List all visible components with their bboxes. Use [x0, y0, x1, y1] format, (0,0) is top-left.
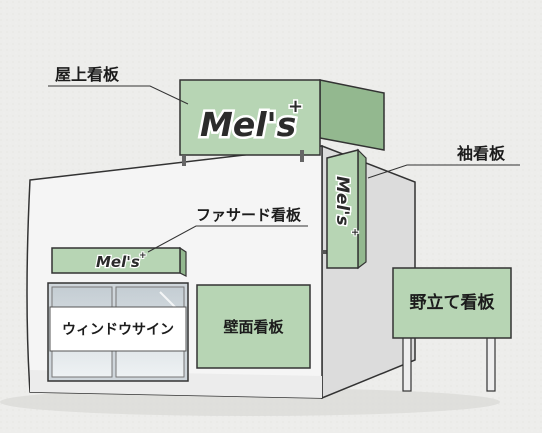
rooftop-sign-side [319, 79, 385, 151]
projecting-sign-label: 袖看板 [457, 144, 506, 163]
projecting-sign: Mel's + [322, 148, 367, 270]
facade-logo-plus: + [139, 251, 147, 261]
projecting-sign-bracket [322, 250, 330, 254]
projecting-sign-edge [357, 148, 367, 270]
wall-sign-panel [196, 284, 311, 369]
wall-sign: 壁面看板 [196, 284, 311, 369]
standing-sign-post [486, 334, 496, 392]
shop-window: ウィンドウサイン [47, 282, 189, 382]
facade-leader-line [147, 225, 308, 253]
callout-projecting: 袖看板 [367, 144, 520, 179]
rooftop-sign-leg [300, 150, 304, 162]
rooftop-logo-plus: + [288, 96, 303, 117]
standing-sign-panel [392, 267, 512, 339]
callout-facade: ファサード看板 [147, 206, 308, 253]
standing-sign-label: 野立て看板 [410, 292, 496, 313]
facade-sign: Mel's + [51, 246, 187, 277]
projecting-sign-panel [326, 149, 359, 269]
projecting-logo-plus: + [349, 228, 360, 236]
rooftop-sign-label: 屋上看板 [55, 65, 120, 84]
facade-sign-edge [179, 246, 187, 277]
rooftop-logo-text: Mel's [200, 105, 296, 144]
rooftop-leader-line [48, 85, 189, 105]
standing-sign-post [402, 334, 412, 392]
ground-shadow [0, 388, 500, 416]
callout-rooftop: 屋上看板 [48, 65, 189, 105]
window-sign-panel [49, 306, 187, 352]
facade-logo-text: Mel's [96, 253, 140, 271]
window-sign-label: ウィンドウサイン [62, 322, 174, 338]
projecting-leader-line [367, 164, 520, 179]
wall-sign-label: 壁面看板 [223, 318, 284, 336]
rooftop-sign-leg [182, 156, 186, 166]
rooftop-sign: Mel's + [179, 79, 385, 166]
facade-sign-panel [51, 247, 181, 274]
facade-sign-label: ファサード看板 [196, 206, 302, 224]
projecting-logo-text: Mel's [332, 176, 352, 226]
standing-sign: 野立て看板 [392, 267, 512, 392]
rooftop-sign-panel [179, 79, 321, 156]
